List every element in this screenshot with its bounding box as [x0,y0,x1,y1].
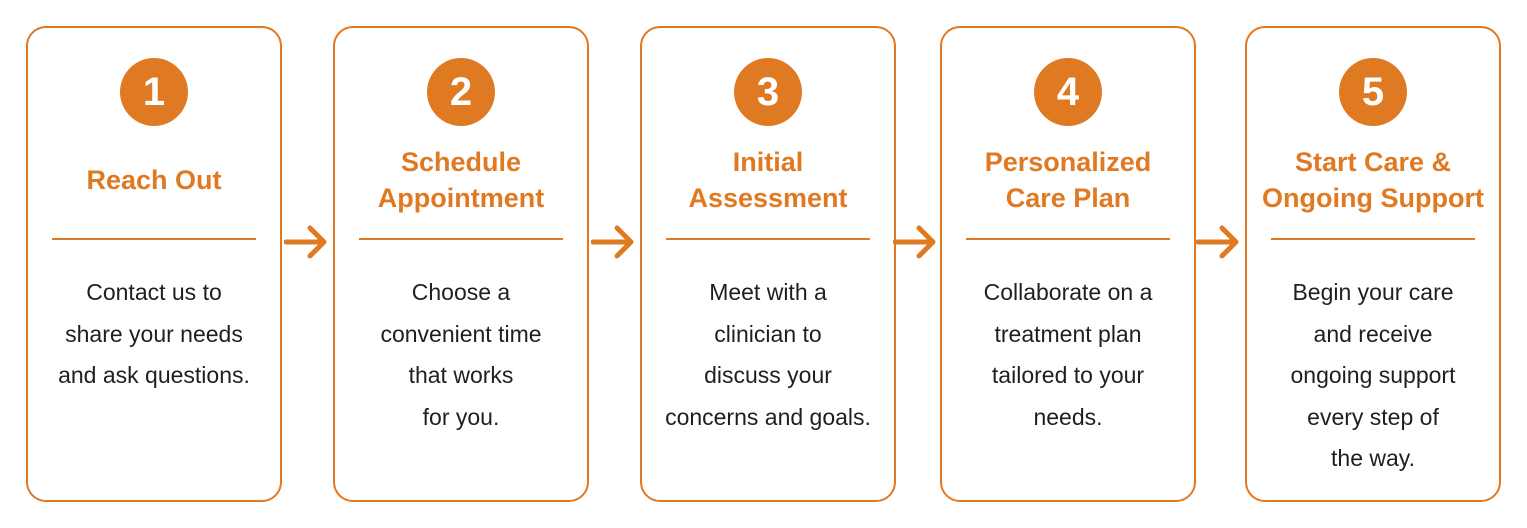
step-title: Start Care & Ongoing Support [1262,144,1484,216]
arrow-right-icon [284,225,327,259]
step-title-line: Ongoing Support [1262,183,1484,213]
step-title-line: Appointment [377,183,545,213]
step-title-line: Start Care & [1294,147,1452,177]
step-title-container: Reach Out [28,142,280,218]
step-title-container: Start Care & Ongoing Support [1247,142,1499,218]
step-card-1: 1 Reach Out Contact us to share your nee… [26,26,282,502]
divider [52,238,256,240]
arrow-right-icon [1196,225,1239,259]
step-description: Collaborate on a treatment plan tailored… [983,279,1153,430]
divider [359,238,563,240]
step-title-line: Personalized [984,147,1152,177]
step-description: Choose a convenient time that works for … [380,279,542,430]
arrow-right-icon [893,225,936,259]
step-card-5: 5 Start Care & Ongoing Support Begin your… [1245,26,1501,502]
step-number-badge: 1 [120,58,188,126]
step-title-line: Schedule [400,147,522,177]
step-title-line: Initial [732,147,804,177]
step-number-badge: 2 [427,58,495,126]
step-title-line: Reach Out [86,165,222,195]
step-title-line: Care Plan [1005,183,1131,213]
step-description: Meet with a clinician to discuss your co… [665,279,871,430]
step-description: Contact us to share your needs and ask q… [58,279,250,388]
divider [1271,238,1475,240]
divider [966,238,1170,240]
step-number-badge: 4 [1034,58,1102,126]
step-title: Reach Out [86,162,221,198]
step-number-badge: 3 [734,58,802,126]
divider [666,238,870,240]
step-description: Begin your care and receive ongoing supp… [1290,279,1456,471]
step-title-line: Assessment [688,183,848,213]
step-number-badge: 5 [1339,58,1407,126]
arrow-right-icon [591,225,634,259]
